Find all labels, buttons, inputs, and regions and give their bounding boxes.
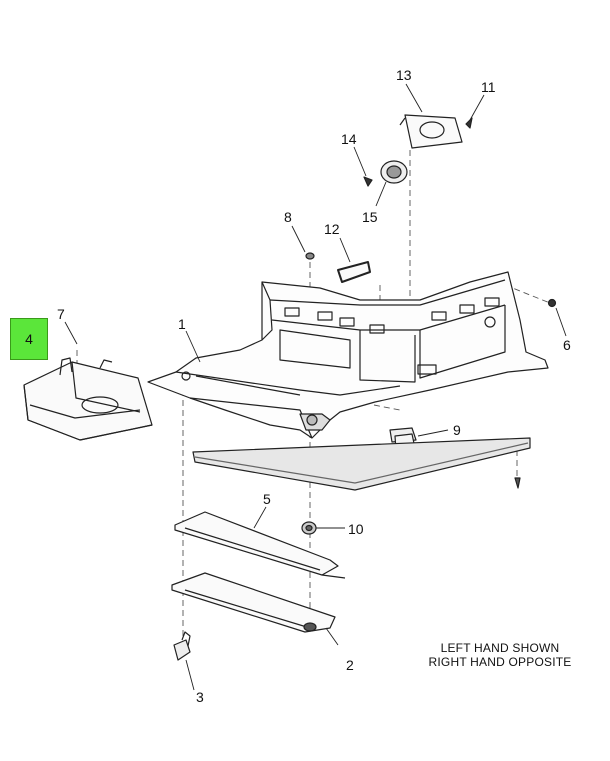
callout-3: 3 (196, 689, 204, 705)
part-6-nut (547, 298, 557, 308)
part-2-sill-plate (171, 572, 336, 633)
part-12-gasket (337, 261, 371, 283)
callout-labels: 1 2 3 5 6 7 8 9 10 11 12 13 14 15 (57, 67, 571, 705)
note-line-2: RIGHT HAND OPPOSITE (428, 655, 572, 669)
part-3-clip (173, 631, 191, 661)
part-14-clip (363, 176, 373, 187)
callout-10: 10 (348, 521, 364, 537)
callout-11: 11 (481, 79, 496, 95)
callout-4-label: 4 (25, 331, 33, 347)
part-1-rear-floor-trim (147, 271, 549, 439)
callout-2: 2 (346, 657, 354, 673)
callout-1: 1 (178, 316, 186, 332)
callout-6: 6 (563, 337, 571, 353)
callout-9: 9 (453, 422, 461, 438)
callout-14: 14 (341, 131, 357, 147)
callout-13: 13 (396, 67, 412, 83)
part-11-screw (465, 117, 473, 129)
callout-8: 8 (284, 209, 292, 225)
part-8-fastener (305, 252, 315, 260)
part-13-bracket (399, 114, 463, 149)
part-15-speaker (380, 160, 408, 184)
callout-4-highlight[interactable]: 4 (10, 318, 48, 360)
orientation-note: LEFT HAND SHOWN RIGHT HAND OPPOSITE (400, 641, 600, 669)
part-rail (192, 437, 531, 491)
leader-lines (64, 83, 567, 691)
callout-7: 7 (57, 306, 65, 322)
callout-12: 12 (324, 221, 340, 237)
callout-15: 15 (362, 209, 378, 225)
callout-5: 5 (263, 491, 271, 507)
part-5-sill-cover (174, 511, 346, 579)
part-4-storage-bin (23, 357, 153, 441)
part-10-clip (301, 521, 317, 535)
note-line-1: LEFT HAND SHOWN (440, 641, 560, 655)
